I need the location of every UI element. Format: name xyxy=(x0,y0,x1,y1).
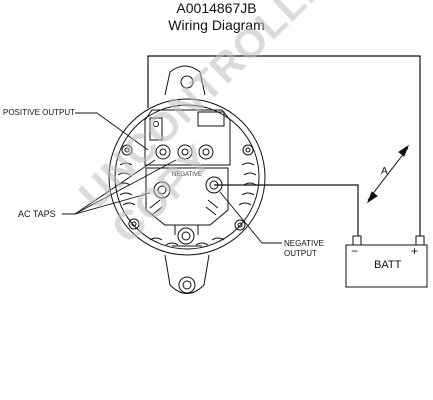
alternator xyxy=(108,65,266,294)
dimension-a-arrow xyxy=(366,144,410,204)
diagram-subtitle: Wiring Diagram xyxy=(168,17,265,33)
positive-wire xyxy=(147,55,421,236)
part-number-title: A0014867JB xyxy=(176,0,257,16)
ac-taps-label: AC TAPS xyxy=(18,209,56,219)
battery-plus-label: + xyxy=(411,244,419,258)
alternator-marking: NEGATIVE xyxy=(172,172,202,178)
battery-label: BATT xyxy=(374,259,402,271)
negative-wire xyxy=(214,184,359,236)
positive-output-label: POSITIVE OUTPUT xyxy=(3,108,76,117)
negative-output-label-line1: NEGATIVE xyxy=(284,239,324,248)
dimension-a-label: A xyxy=(381,166,388,177)
negative-output-label-line2: OUTPUT xyxy=(284,249,317,258)
battery-minus-label: − xyxy=(351,244,359,258)
battery xyxy=(345,235,428,288)
leader-lines xyxy=(62,112,282,244)
